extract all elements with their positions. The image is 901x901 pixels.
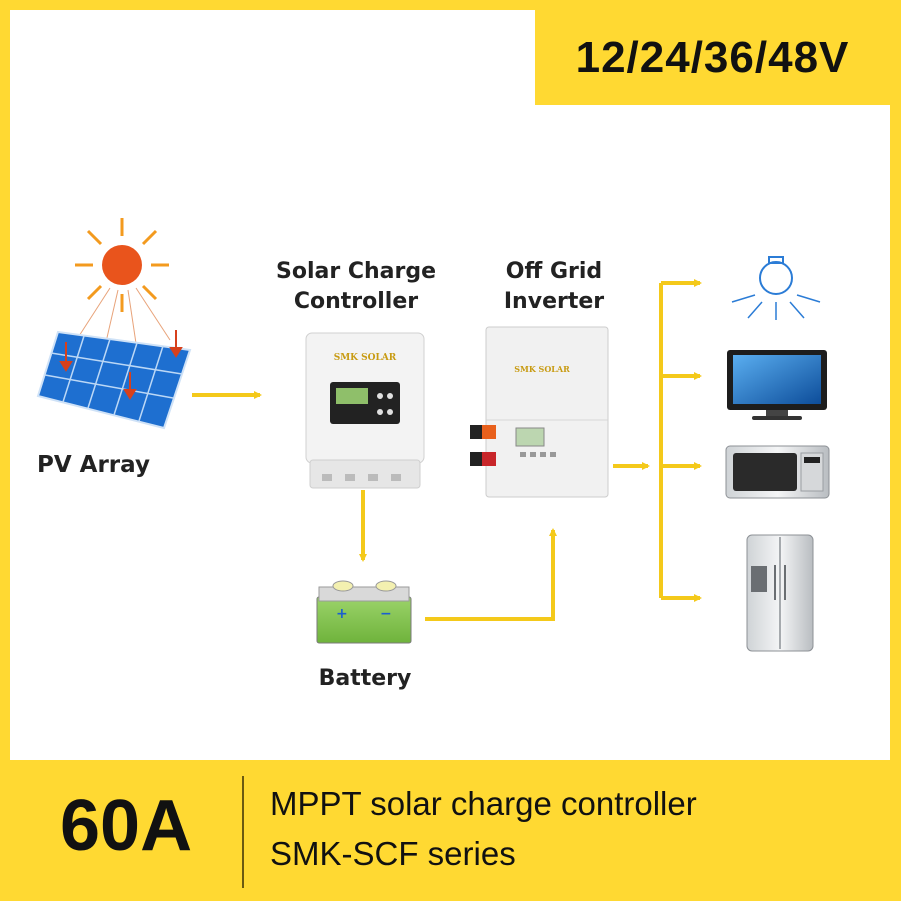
battery-minus: − xyxy=(380,606,392,622)
flow-arrows xyxy=(192,279,702,621)
microwave-icon xyxy=(725,445,830,499)
controller-label-line2: Controller xyxy=(293,289,419,314)
product-line2: SMK-SCF series xyxy=(270,835,516,872)
inverter-label-line2: Inverter xyxy=(503,289,605,314)
product-line1: MPPT solar charge controller xyxy=(270,785,697,822)
current-rating: 60A xyxy=(60,786,193,866)
voltage-text: 12/24/36/48V xyxy=(575,32,850,82)
light-bulb-icon xyxy=(731,256,821,320)
charge-controller-device: SMK SOLAR xyxy=(305,332,425,489)
footer-divider xyxy=(242,776,244,888)
sun-icon xyxy=(69,218,171,371)
refrigerator-icon xyxy=(746,534,814,652)
inverter-device: SMK SOLAR xyxy=(470,326,609,498)
battery-icon: + − xyxy=(316,580,412,644)
controller-label-line1: Solar Charge xyxy=(275,259,437,284)
solar-panel-icon xyxy=(36,330,192,430)
inverter-brand: SMK SOLAR xyxy=(514,364,570,374)
battery-label: Battery xyxy=(318,666,412,691)
inverter-label-line1: Off Grid xyxy=(505,259,603,284)
pv-array-label: PV Array xyxy=(37,452,150,478)
battery-plus: + xyxy=(336,606,348,622)
controller-brand: SMK SOLAR xyxy=(334,353,397,363)
television-icon xyxy=(727,350,827,420)
voltage-badge: 12/24/36/48V xyxy=(535,10,890,105)
arrow-battery-to-inverter xyxy=(425,528,557,621)
